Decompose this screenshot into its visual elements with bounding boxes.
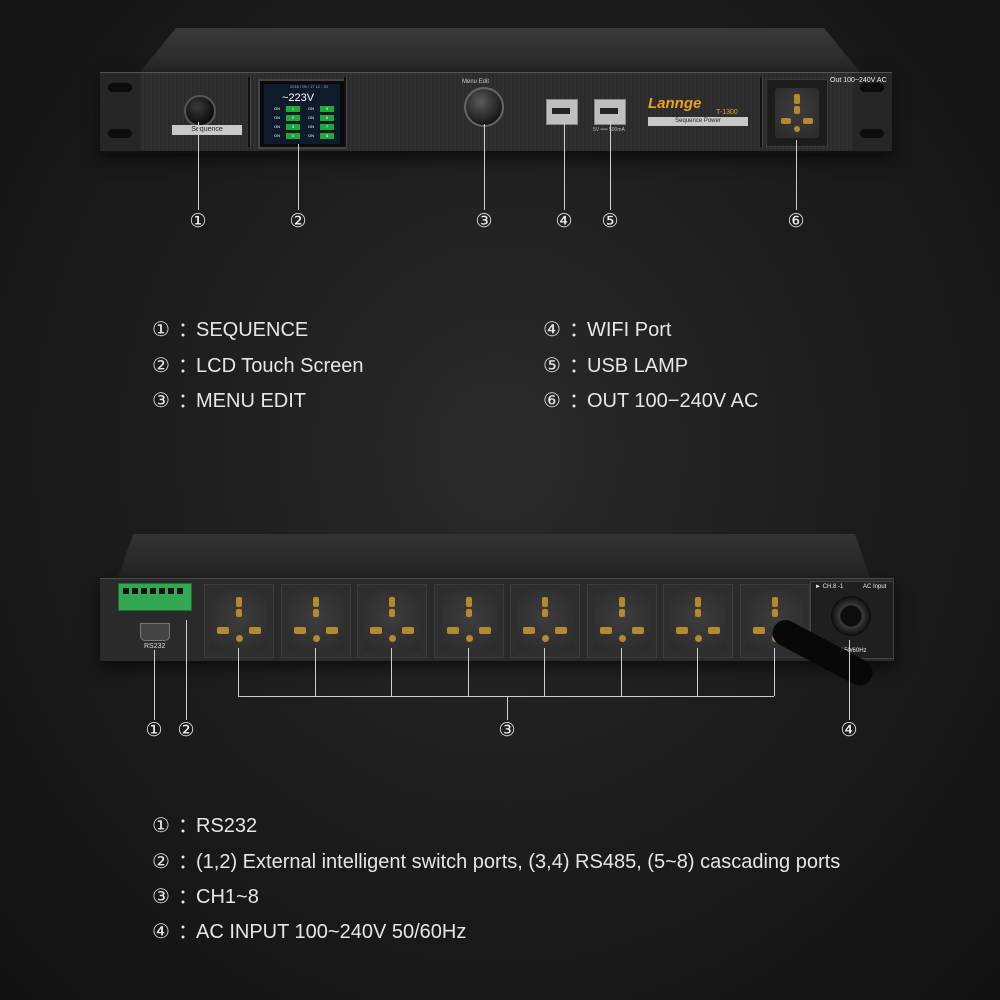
brand-name: Lannge: [648, 95, 702, 112]
callout-leader: [796, 140, 797, 210]
front-legend-item: ⑥：OUT 100−240V AC: [543, 390, 759, 412]
lcd-voltage: ~223V: [282, 92, 315, 104]
front-callout-5: ⑤: [601, 211, 619, 232]
sequence-label: Sequence: [172, 125, 242, 135]
rear-unit-top-cover: [118, 534, 870, 578]
lcd-channel-state: ON: [308, 115, 314, 120]
lcd-channel-number[interactable]: 7: [320, 124, 334, 130]
channel-outlet-5: [433, 584, 504, 658]
callout-leader: [186, 620, 187, 720]
rs232-label: RS232: [144, 643, 166, 650]
rack-ear-left: [100, 73, 140, 151]
channel-outlet-7: [280, 584, 351, 658]
lcd-date: 2018 / 06 / 17 12 : 33: [290, 84, 328, 89]
lcd-channel-state: ON: [274, 124, 280, 129]
callout-leader: [564, 122, 565, 210]
front-legend-item: ①：SEQUENCE: [152, 319, 309, 341]
rear-panel: RS232 ► CH.8 -1 AC Input 100~240V 50/60H…: [100, 578, 894, 661]
ac-input-label: AC Input: [863, 584, 887, 590]
front-callout-3: ③: [475, 211, 493, 232]
lcd-channel-number[interactable]: 6: [320, 115, 334, 121]
channel-bracket-drop: [314, 648, 316, 696]
lcd-channel-state: ON: [274, 106, 280, 111]
usb-lamp-port[interactable]: [594, 99, 626, 125]
channel-outlet-6: [357, 584, 427, 658]
ac-input-gland: [831, 596, 871, 636]
usb-rating-label: 5V ══ 500mA: [593, 127, 625, 133]
callout-leader: [198, 122, 199, 210]
rs232-port[interactable]: [140, 623, 170, 641]
rear-legend-item: ③：CH1~8: [152, 886, 259, 908]
channel-outlet-3: [586, 584, 657, 658]
channel-outlet-4: [510, 584, 580, 658]
callout-leader: [484, 124, 485, 210]
panel-divider: [760, 77, 763, 147]
rear-callout-2: ②: [177, 720, 195, 741]
callout-leader: [507, 696, 508, 720]
front-callout-1: ①: [189, 211, 207, 232]
front-legend-item: ②：LCD Touch Screen: [152, 355, 364, 377]
front-legend-item: ⑤：USB LAMP: [543, 355, 689, 377]
rear-callout-3: ③: [498, 720, 516, 741]
panel-divider: [344, 77, 347, 147]
front-legend-item: ③：MENU EDIT: [152, 390, 306, 412]
lcd-channel-state: ON: [308, 124, 314, 129]
lcd-channel-number[interactable]: 2: [286, 115, 300, 121]
channel-bracket-line: [238, 696, 774, 697]
callout-leader: [849, 640, 850, 720]
menu-edit-label: Menu Edit: [462, 79, 490, 85]
panel-divider: [248, 77, 251, 147]
rear-callout-1: ①: [145, 720, 163, 741]
front-callout-2: ②: [289, 211, 307, 232]
lcd-channel-number[interactable]: 3: [286, 124, 300, 130]
channel-bracket-drop: [544, 648, 545, 696]
front-unit-top-cover: [140, 28, 860, 72]
front-ac-outlet: [766, 79, 828, 147]
channel-range-label: ► CH.8 -1: [815, 584, 844, 590]
channel-bracket-drop: [620, 648, 622, 696]
brand-logo: Lannge T-1300 Sequence Power: [648, 95, 752, 129]
sequence-button[interactable]: [184, 95, 216, 127]
front-callout-6: ⑥: [787, 211, 805, 232]
front-callout-4: ④: [555, 211, 573, 232]
lcd-channel-state: ON: [274, 115, 280, 120]
rear-legend-item: ②：(1,2) External intelligent switch port…: [152, 851, 841, 873]
menu-edit-knob[interactable]: [464, 87, 504, 127]
lcd-channel-number[interactable]: 1: [286, 106, 300, 112]
rack-ear-right: [852, 73, 892, 151]
brand-model: T-1300: [716, 109, 738, 116]
channel-bracket-drop: [238, 648, 239, 696]
out-voltage-label: Out 100~240V AC: [830, 77, 887, 84]
lcd-channel-state: ON: [308, 133, 314, 138]
channel-outlet-2: [663, 584, 733, 658]
lcd-channel-number[interactable]: 8: [320, 133, 334, 139]
channel-bracket-drop: [467, 648, 469, 696]
channel-bracket-drop: [391, 648, 392, 696]
rear-callout-4: ④: [840, 720, 858, 741]
front-legend-item: ④：WIFI Port: [543, 319, 672, 341]
lcd-channel-number[interactable]: 4: [286, 133, 300, 139]
lcd-channel-state: ON: [308, 106, 314, 111]
callout-leader: [298, 144, 299, 210]
channel-bracket-drop: [773, 648, 775, 696]
callout-leader: [610, 122, 611, 210]
brand-subtitle: Sequence Power: [648, 117, 748, 126]
rear-legend-item: ①：RS232: [152, 815, 258, 837]
channel-outlet-8: [204, 584, 274, 658]
wifi-port[interactable]: [546, 99, 578, 125]
front-panel: Sequence 2018 / 06 / 17 12 : 33 ~223V ON…: [100, 72, 892, 153]
lcd-channel-state: ON: [274, 133, 280, 138]
rear-legend-item: ④：AC INPUT 100~240V 50/60Hz: [152, 921, 467, 943]
callout-leader: [154, 650, 155, 720]
terminal-block[interactable]: [118, 583, 192, 611]
channel-bracket-drop: [697, 648, 698, 696]
lcd-channel-number[interactable]: 5: [320, 106, 334, 112]
